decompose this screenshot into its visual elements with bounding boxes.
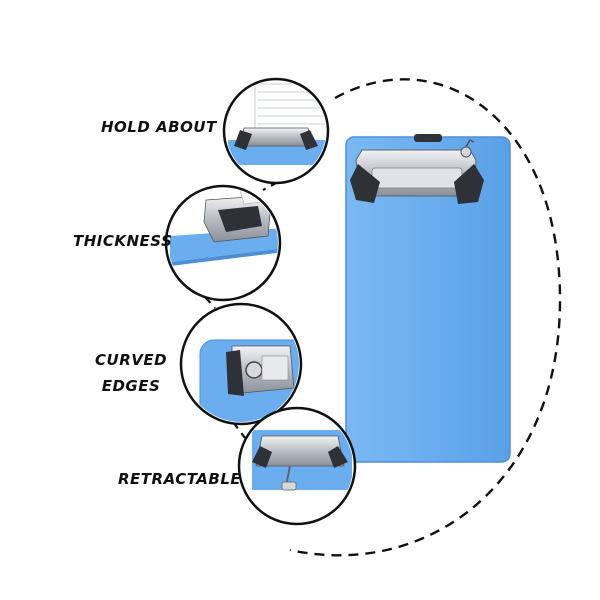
- label-line: RETRACTABLE: [118, 470, 242, 488]
- label-line: THICKNESS: [73, 232, 173, 250]
- feature-label-thickness: THICKNESS: [73, 232, 172, 250]
- label-line: HOLD ABOUT: [101, 118, 217, 136]
- detail-circle-thickness: [164, 184, 282, 302]
- detail-circle-hold-about: [222, 77, 330, 185]
- feature-label-hold-about: HOLD ABOUT: [101, 118, 217, 136]
- clipboard-main: [345, 134, 511, 463]
- dashed-connector-arc: [289, 78, 562, 557]
- detail-circle-retractable: [237, 406, 357, 526]
- detail-circle-curved-edges: [179, 302, 303, 426]
- label-line: EDGES: [101, 377, 161, 395]
- label-line: CURVED: [95, 351, 168, 369]
- feature-label-retractable: RETRACTABLE: [118, 470, 241, 488]
- feature-label-curved-edges: CURVED EDGES: [95, 347, 167, 399]
